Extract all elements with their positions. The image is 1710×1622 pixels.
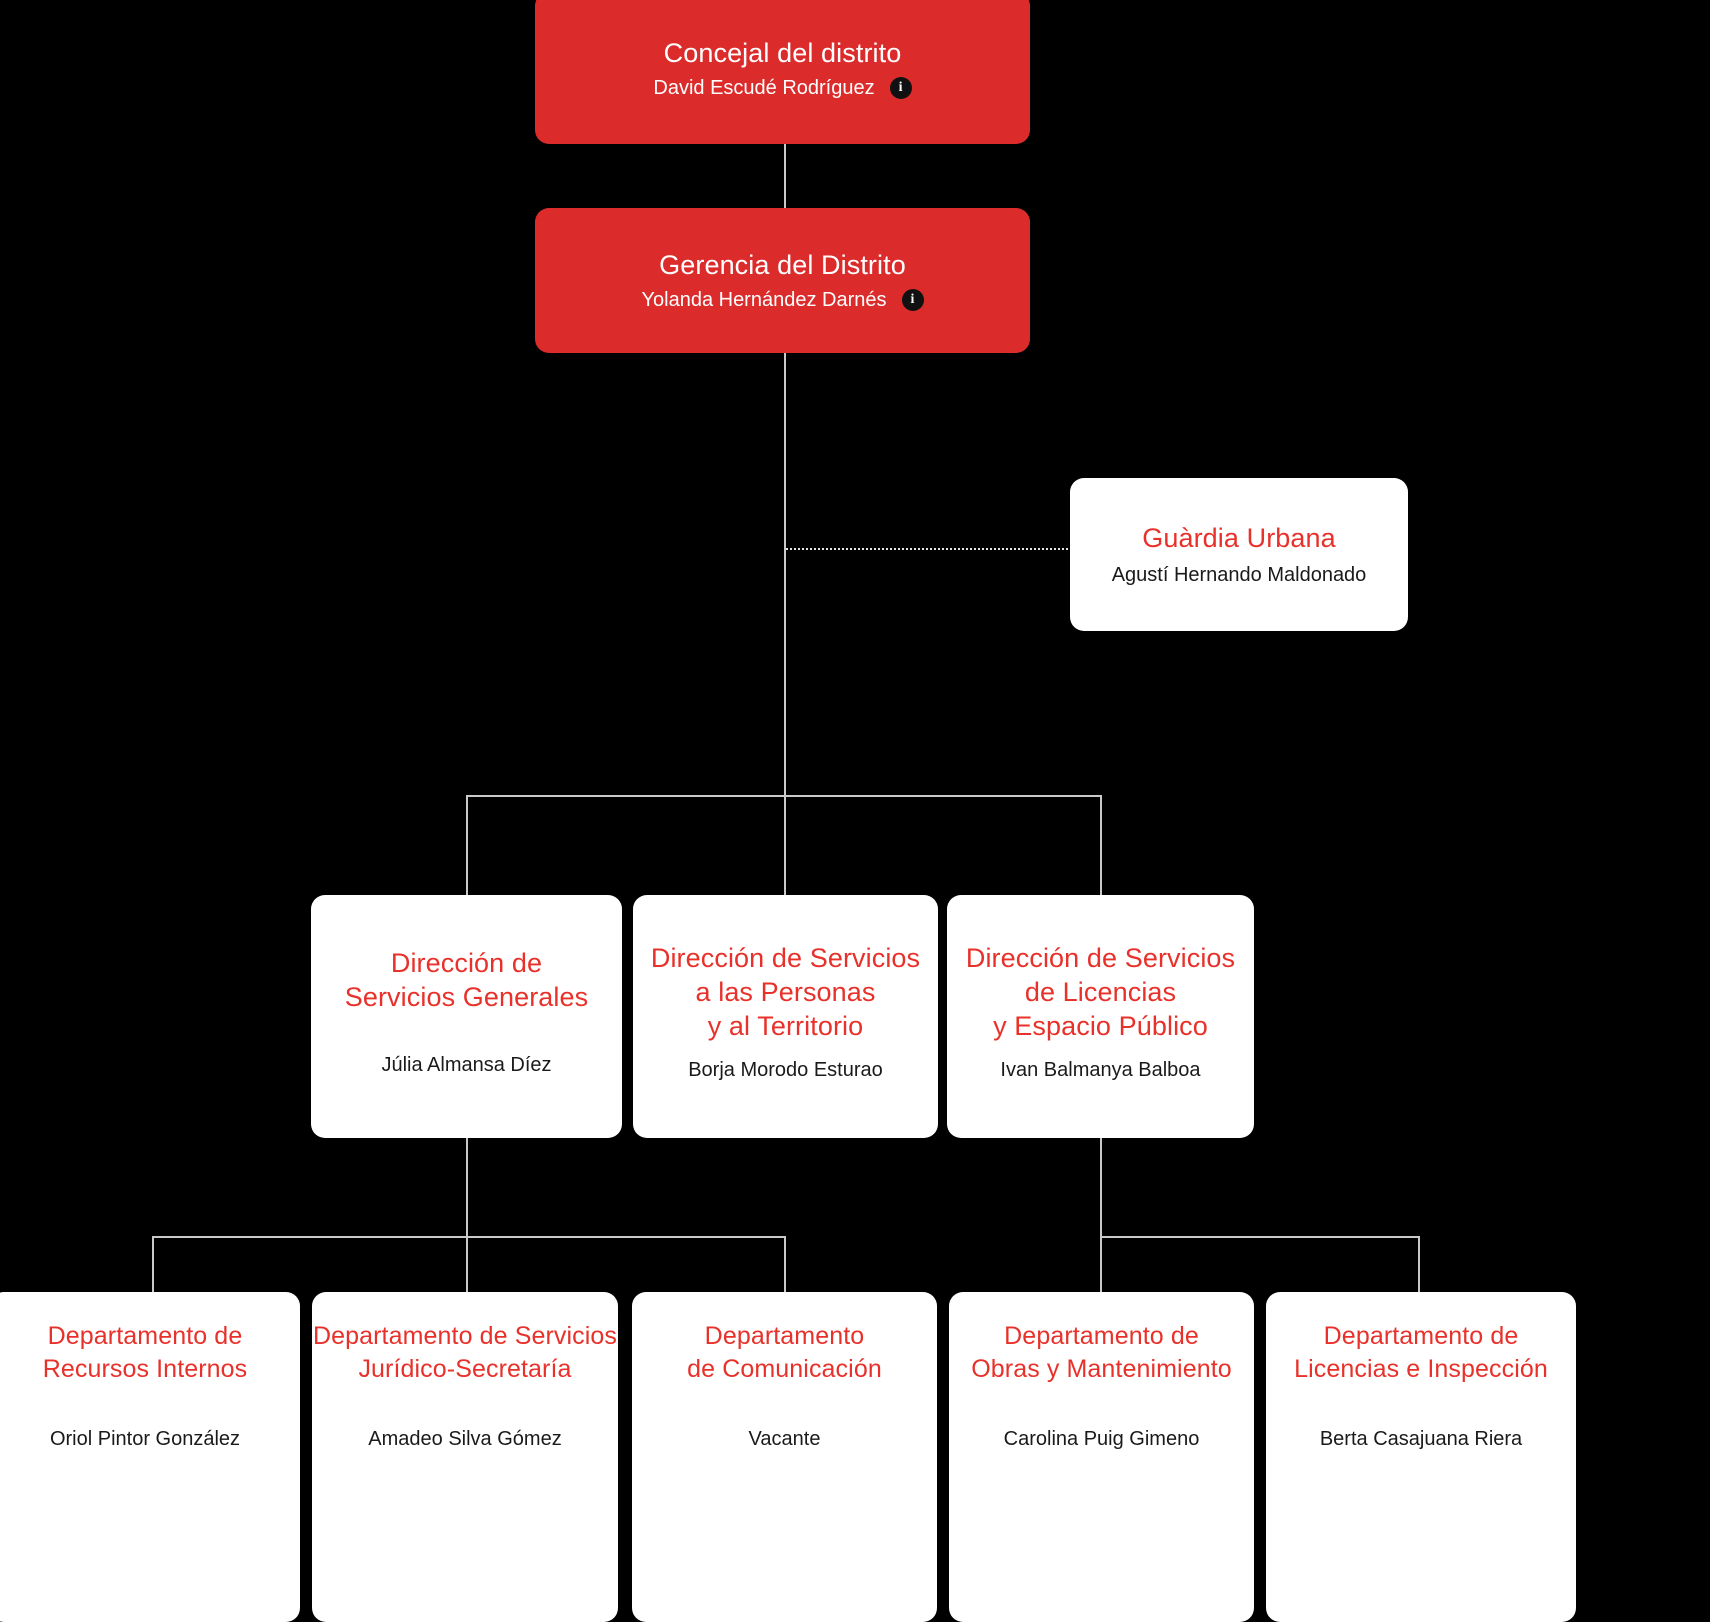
node-title-line-1: Departamento de	[47, 1322, 243, 1350]
node-direccion-servicios-licencias-espacio-publico[interactable]: Dirección de Servicios de Licencias y Es…	[947, 895, 1254, 1138]
node-person: Berta Casajuana Riera	[1319, 1428, 1523, 1450]
connector-dep-left-bus	[152, 1236, 786, 1238]
node-title: Dirección de Servicios a las Personas y …	[651, 941, 920, 1043]
connector-concejal-gerencia	[784, 144, 786, 210]
node-person: Agustí Hernando Maldonado	[1111, 564, 1367, 586]
node-title: Departamento de Comunicación	[687, 1320, 882, 1386]
node-departamento-comunicacion[interactable]: Departamento de Comunicación Vacante	[632, 1292, 937, 1622]
node-title-line-1: Dirección de Servicios	[965, 942, 1236, 973]
connector-drop-dir-personas	[784, 795, 786, 897]
node-title-line-2: Licencias e Inspección	[1294, 1355, 1548, 1383]
node-title: Gerencia del Distrito	[659, 250, 906, 280]
node-departamento-licencias-inspeccion[interactable]: Departamento de Licencias e Inspección B…	[1266, 1292, 1576, 1622]
connector-gerencia-guardia-dotted	[786, 548, 1072, 550]
connector-drop-dep-juridico	[466, 1236, 468, 1294]
info-icon[interactable]: i	[889, 76, 912, 99]
node-title: Concejal del distrito	[663, 37, 902, 68]
node-person-row: David Escudé Rodríguez i	[653, 75, 912, 101]
node-person: Carolina Puig Gimeno	[1003, 1428, 1200, 1450]
node-title-line-3: y al Territorio	[707, 1010, 864, 1041]
node-title: Guàrdia Urbana	[1142, 523, 1336, 553]
node-title-line-3: y Espacio Público	[993, 1010, 1208, 1041]
node-person: David Escudé Rodríguez	[653, 76, 875, 99]
connector-drop-dep-comunicacion	[784, 1236, 786, 1294]
node-title-line-2: de Comunicación	[687, 1355, 882, 1383]
node-departamento-servicios-juridico-secretaria[interactable]: Departamento de Servicios Jurídico-Secre…	[312, 1292, 618, 1622]
connector-drop-dir-licencias	[1100, 795, 1102, 897]
connector-dep-right-bus	[1100, 1236, 1420, 1238]
node-departamento-recursos-internos[interactable]: Departamento de Recursos Internos Oriol …	[0, 1292, 300, 1622]
node-title: Departamento de Licencias e Inspección	[1294, 1320, 1548, 1386]
connector-drop-dep-obras	[1100, 1236, 1102, 1294]
node-title: Dirección de Servicios de Licencias y Es…	[966, 941, 1235, 1043]
node-title-line-1: Departamento	[704, 1322, 865, 1350]
connector-drop-dep-licencias	[1418, 1236, 1420, 1294]
node-person-row: Yolanda Hernández Darnés i	[642, 287, 924, 313]
node-direccion-servicios-generales[interactable]: Dirección de Servicios Generales Júlia A…	[311, 895, 622, 1138]
node-person: Vacante	[748, 1428, 821, 1450]
node-title-line-1: Departamento de	[1323, 1322, 1519, 1350]
node-title-line-2: Servicios Generales	[344, 981, 589, 1012]
connector-dir-generales-stem	[466, 1138, 468, 1238]
node-person: Amadeo Silva Gómez	[368, 1428, 562, 1450]
node-title-line-2: Obras y Mantenimiento	[971, 1355, 1232, 1383]
node-person: Borja Morodo Esturao	[688, 1058, 883, 1081]
node-person: Ivan Balmanya Balboa	[1000, 1058, 1201, 1081]
connector-drop-dir-generales	[466, 795, 468, 897]
node-person: Júlia Almansa Díez	[381, 1053, 552, 1076]
node-gerencia-del-distrito[interactable]: Gerencia del Distrito Yolanda Hernández …	[535, 208, 1030, 353]
node-title-line-2: de Licencias	[1024, 976, 1177, 1007]
node-title-line-1: Dirección de Servicios	[650, 942, 921, 973]
node-guardia-urbana[interactable]: Guàrdia Urbana Agustí Hernando Maldonado	[1070, 478, 1408, 631]
node-departamento-obras-mantenimiento[interactable]: Departamento de Obras y Mantenimiento Ca…	[949, 1292, 1254, 1622]
info-icon[interactable]: i	[901, 289, 924, 311]
node-title: Departamento de Servicios Jurídico-Secre…	[313, 1320, 617, 1386]
node-title: Departamento de Obras y Mantenimiento	[971, 1320, 1232, 1386]
connector-drop-dep-recursos	[152, 1236, 154, 1294]
node-concejal-del-distrito[interactable]: Concejal del distrito David Escudé Rodrí…	[535, 0, 1030, 144]
node-direccion-servicios-personas-territorio[interactable]: Dirección de Servicios a las Personas y …	[633, 895, 938, 1138]
connector-dir-licencias-stem	[1100, 1138, 1102, 1238]
node-title-line-2: Jurídico-Secretaría	[358, 1355, 572, 1383]
node-title: Departamento de Recursos Internos	[43, 1320, 248, 1386]
node-person: Oriol Pintor González	[49, 1428, 241, 1450]
connector-gerencia-trunk	[784, 353, 786, 796]
node-person: Yolanda Hernández Darnés	[641, 289, 887, 311]
node-title-line-2: Recursos Internos	[42, 1355, 248, 1383]
node-title: Dirección de Servicios Generales	[345, 946, 589, 1014]
node-title-line-1: Dirección de	[390, 947, 543, 978]
node-title-line-1: Departamento de Servicios	[312, 1322, 618, 1350]
node-title-line-2: a las Personas	[695, 976, 876, 1007]
node-title-line-1: Departamento de	[1004, 1322, 1199, 1350]
